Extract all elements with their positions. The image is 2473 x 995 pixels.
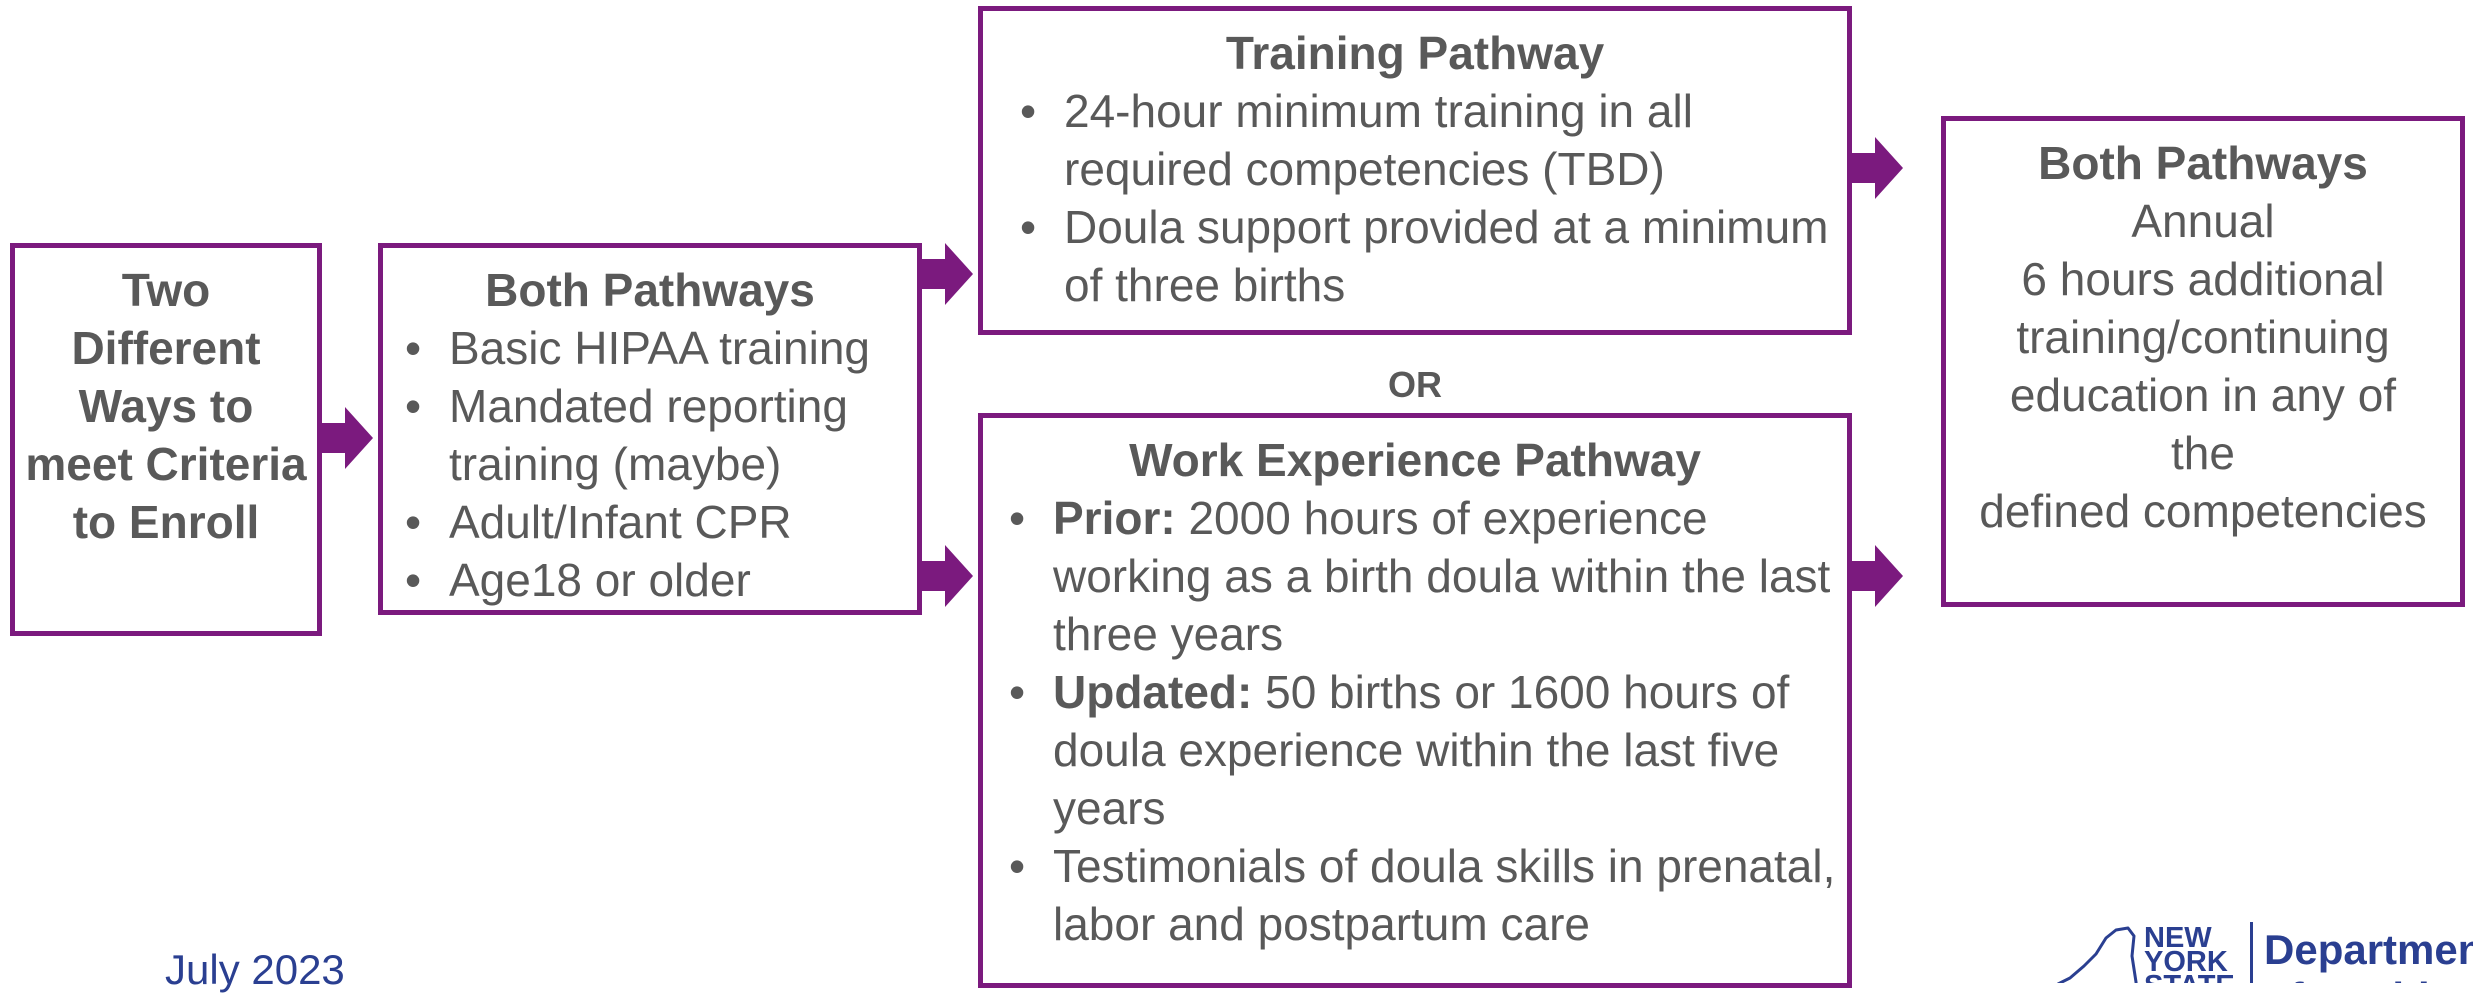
list-item: Basic HIPAA training — [405, 319, 907, 377]
list-item: Mandated reporting training (maybe) — [405, 377, 907, 493]
both-pathways-requirements-box: Both Pathways Basic HIPAA training Manda… — [378, 243, 922, 615]
arrow-to-work-experience-pathway — [917, 545, 973, 607]
footer-date: July 2023 — [165, 946, 345, 993]
list-item: Doula support provided at a minimum of t… — [1020, 198, 1837, 314]
prior-text: 2000 hours of experience working as a bi… — [1053, 492, 1831, 660]
annual-requirements-line-1: Annual — [2131, 195, 2275, 247]
list-item: Prior: 2000 hours of experience working … — [1009, 489, 1837, 663]
logo-state-text: NEW YORK STATE — [2144, 922, 2235, 984]
annual-requirements-box: Both Pathways Annual 6 hours additional … — [1941, 116, 2465, 607]
annual-requirements-line-3: defined competencies — [1979, 485, 2427, 537]
work-experience-pathway-list: Prior: 2000 hours of experience working … — [1009, 489, 1837, 953]
training-pathway-title: Training Pathway — [1225, 27, 1605, 79]
updated-text: 50 births or 1600 hours of doula experie… — [1053, 666, 1790, 834]
logo-state-line: YORK — [2144, 946, 2228, 978]
enroll-criteria-box: Two Different Ways to meet Criteria to E… — [10, 243, 322, 636]
testimonials-text: Testimonials of doula skills in prenatal… — [1053, 840, 1836, 950]
arrow-to-both-pathways — [317, 407, 373, 469]
arrow-work-experience-to-annual — [1847, 545, 1903, 607]
training-pathway-box: Training Pathway 24-hour minimum trainin… — [978, 6, 1852, 335]
annual-requirements-line-2: 6 hours additional training/continuing e… — [2009, 253, 2397, 479]
both-pathways-requirements-title: Both Pathways — [485, 264, 815, 316]
arrow-to-training-pathway — [917, 243, 973, 305]
logo-divider — [2250, 922, 2253, 983]
work-experience-pathway-title: Work Experience Pathway — [1129, 434, 1701, 486]
prior-label: Prior: — [1053, 492, 1176, 544]
logo-department-line: Department — [2264, 926, 2473, 973]
list-item: 24-hour minimum training in all required… — [1020, 82, 1837, 198]
updated-label: Updated: — [1053, 666, 1253, 718]
list-item: Adult/Infant CPR — [405, 493, 907, 551]
list-item: Testimonials of doula skills in prenatal… — [1009, 837, 1837, 953]
new-york-state-map-icon — [2056, 926, 2138, 983]
annual-requirements-title: Both Pathways — [2038, 137, 2368, 189]
logo-state-line: NEW — [2144, 922, 2212, 954]
nys-department-of-health-logo: NEW YORK STATE Department of Health — [2040, 920, 2473, 983]
list-item: Updated: 50 births or 1600 hours of doul… — [1009, 663, 1837, 837]
both-pathways-requirements-list: Basic HIPAA training Mandated reporting … — [405, 319, 907, 609]
logo-department-line: of Health — [2264, 974, 2473, 983]
logo-department-text: Department of Health — [2264, 926, 2473, 983]
list-item: Age18 or older — [405, 551, 907, 609]
arrow-training-to-annual — [1847, 137, 1903, 199]
logo-state-line: STATE — [2144, 972, 2235, 984]
or-label: OR — [1388, 364, 1442, 405]
training-pathway-list: 24-hour minimum training in all required… — [1020, 82, 1837, 314]
work-experience-pathway-box: Work Experience Pathway Prior: 2000 hour… — [978, 413, 1852, 988]
enroll-criteria-title: Two Different Ways to meet Criteria to E… — [25, 264, 307, 548]
